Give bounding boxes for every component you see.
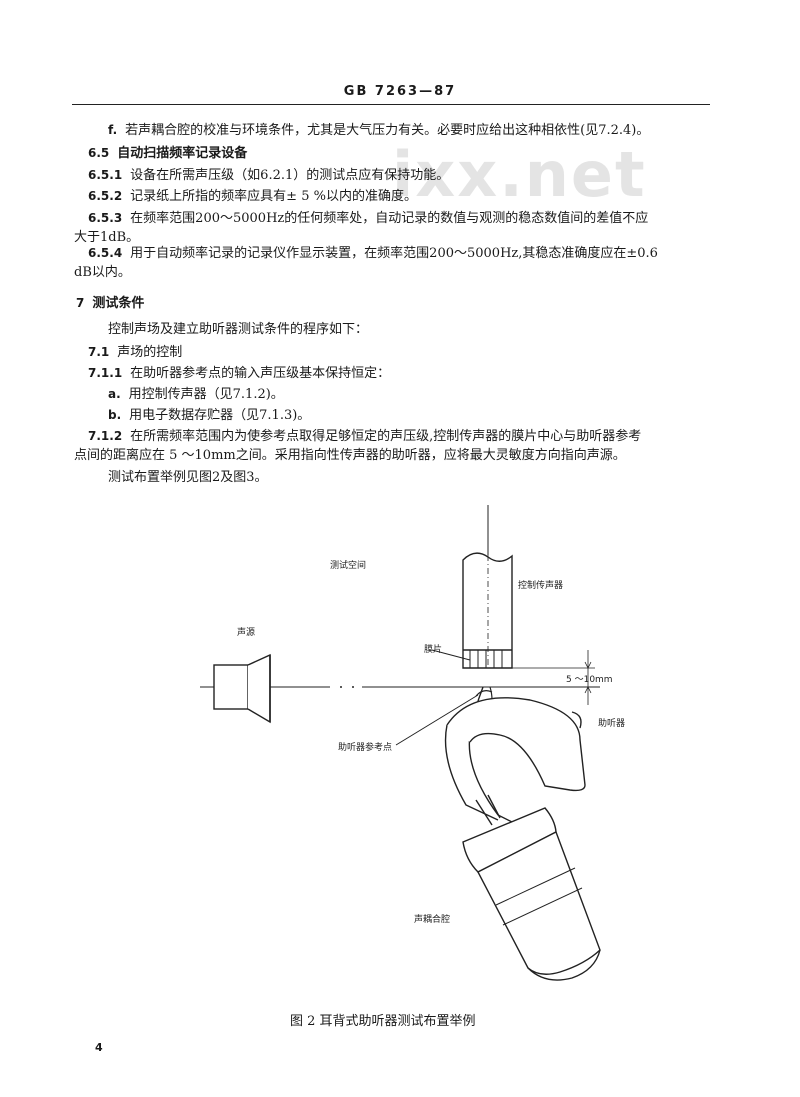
section-7: 7 测试条件 (76, 293, 716, 314)
section-number: 7.1.2 (88, 429, 123, 443)
item-text: 用控制传声器（见7.1.2)。 (128, 387, 284, 402)
section-text: 在助听器参考点的输入声压级基本保持恒定： (130, 366, 391, 381)
section-number: 6.5 (88, 146, 110, 160)
control-microphone-shape (462, 552, 513, 669)
section-number: 6.5.2 (88, 189, 123, 203)
label-hearing-aid: 助听器 (598, 719, 626, 729)
section-number: 6.5.4 (88, 246, 123, 260)
hearing-aid-shape (444, 686, 586, 823)
label-distance: 5 ～10mm (566, 675, 613, 685)
section-6-5-2: 6.5.2 记录纸上所指的频率应具有± 5 %以内的准确度。 (88, 186, 728, 207)
section-7-1-2: 7.1.2 在所需频率范围内为使参考点取得足够恒定的声压级,控制传声器的膜片中心与… (88, 426, 728, 447)
layout-reference: 测试布置举例见图2及图3。 (108, 470, 268, 485)
standard-number: GB 7263—87 (343, 84, 457, 99)
section-text: 在频率范围200～5000Hz的任何频率处，自动记录的数值与观测的稳态数值间的差… (130, 211, 649, 226)
section-7-intro: 控制声场及建立助听器测试条件的程序如下： (108, 322, 369, 337)
section-7-1-1: 7.1.1 在助听器参考点的输入声压级基本保持恒定： (88, 363, 728, 384)
item-label: a. (108, 387, 121, 401)
section-text: 设备在所需声压级（如6.2.1）的测试点应有保持功能。 (130, 168, 450, 183)
item-a: a. 用控制传声器（见7.1.2)。 (108, 384, 748, 405)
section-text: 用于自动频率记录的记录仪作显示装置，在频率范围200～5000Hz,其稳态准确度… (130, 246, 658, 261)
page-header: GB 7263—87 (0, 84, 800, 99)
section-7-1-2-cont: 点间的距离应在 5 ～10mm之间。采用指向性传声器的助听器，应将最大灵敏度方向… (74, 448, 626, 463)
section-6-5: 6.5 自动扫描频率记录设备 (88, 143, 728, 164)
section-number: 6.5.1 (88, 168, 123, 182)
label-diaphragm: 膜片 (424, 645, 443, 655)
watermark: ixx.net (392, 138, 647, 211)
section-number: 7.1 (88, 345, 110, 359)
section-6-5-1: 6.5.1 设备在所需声压级（如6.2.1）的测试点应有保持功能。 (88, 165, 728, 186)
sound-source-shape (213, 653, 271, 724)
header-rule (72, 104, 710, 105)
item-label: b. (108, 408, 122, 422)
section-text: 在所需频率范围内为使参考点取得足够恒定的声压级,控制传声器的膜片中心与助听器参考 (130, 429, 642, 444)
item-label: f. (108, 123, 118, 137)
label-sound-source: 声源 (237, 628, 256, 638)
label-test-space: 测试空间 (330, 561, 367, 571)
figure-caption: 图 2 耳背式助听器测试布置举例 (290, 1014, 476, 1029)
label-reference-point: 助听器参考点 (338, 743, 393, 753)
section-text: 记录纸上所指的频率应具有± 5 %以内的准确度。 (130, 189, 417, 204)
section-6-5-4-cont: dB以内。 (74, 265, 131, 280)
item-f: f. 若声耦合腔的校准与环境条件，尤其是大气压力有关。必要时应给出这种相依性(见7… (108, 120, 748, 141)
item-text: 若声耦合腔的校准与环境条件，尤其是大气压力有关。必要时应给出这种相依性(见7.2… (125, 123, 650, 138)
reference-point-leader (395, 694, 479, 746)
section-6-5-4: 6.5.4 用于自动频率记录的记录仪作显示装置，在频率范围200～5000Hz,其… (88, 243, 728, 264)
page-number: 4 (95, 1041, 103, 1054)
section-title: 测试条件 (92, 296, 145, 311)
section-title: 自动扫描频率记录设备 (117, 146, 248, 161)
section-7-1: 7.1 声场的控制 (88, 342, 728, 363)
section-title: 声场的控制 (117, 345, 183, 360)
coupler-shape (462, 807, 601, 981)
section-6-5-3-cont: 大于1dB。 (74, 230, 140, 245)
section-number: 6.5.3 (88, 211, 123, 225)
item-b: b. 用电子数据存贮器（见7.1.3)。 (108, 405, 748, 426)
section-number: 7 (76, 296, 85, 310)
label-coupler: 声耦合腔 (414, 915, 451, 925)
section-number: 7.1.1 (88, 366, 123, 380)
section-6-5-3: 6.5.3 在频率范围200～5000Hz的任何频率处，自动记录的数值与观测的稳态… (88, 208, 728, 229)
label-control-microphone: 控制传声器 (518, 581, 564, 591)
item-text: 用电子数据存贮器（见7.1.3)。 (129, 408, 311, 423)
